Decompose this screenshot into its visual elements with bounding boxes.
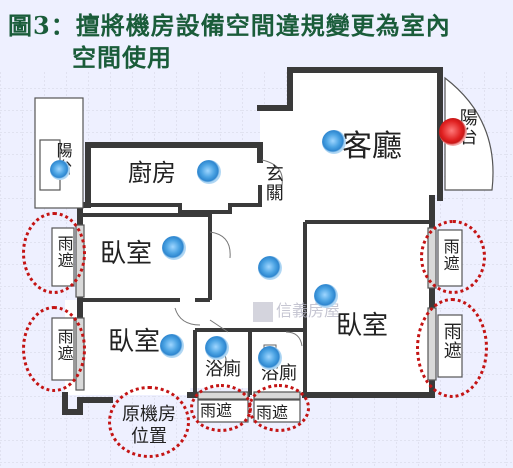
marker-bathroom-2 (258, 346, 282, 370)
title-line-2: 空間使用 (72, 43, 172, 72)
ring-machine-room (108, 386, 190, 458)
interior-fill (65, 70, 440, 400)
marker-bathroom-1 (205, 336, 229, 360)
marker-bedroom-3 (314, 284, 338, 308)
marker-balcony-right-highlight (439, 118, 467, 146)
bedroom-3-label: 臥室 (336, 311, 389, 341)
balcony-right (444, 76, 494, 191)
marker-balcony-left (50, 160, 70, 180)
marker-living-room (322, 130, 346, 154)
foyer-label: 玄關 (262, 164, 284, 202)
ring-canopy-left-top (22, 212, 86, 294)
ring-canopy-right-top (420, 220, 486, 294)
bedroom-1-label: 臥室 (100, 239, 153, 269)
kitchen-label: 廚房 (128, 159, 176, 187)
marker-bedroom-2 (160, 334, 184, 358)
marker-bedroom-1 (162, 236, 186, 260)
ring-canopy-left-bottom (22, 306, 86, 392)
living-room-label: 客廳 (342, 129, 402, 164)
bathroom-1-label: 浴廁 (205, 359, 241, 380)
ring-canopy-bottom-2 (248, 384, 310, 432)
bedroom-2-label: 臥室 (108, 327, 161, 357)
ring-canopy-bottom-1 (190, 384, 252, 432)
watermark-logo (253, 302, 273, 322)
ring-canopy-right-bottom (416, 298, 488, 398)
title-line-1: 圖3：擅將機房設備空間違規變更為室內 (8, 11, 451, 40)
marker-kitchen (197, 160, 221, 184)
door-swings (174, 159, 303, 347)
marker-hallway (258, 256, 282, 280)
